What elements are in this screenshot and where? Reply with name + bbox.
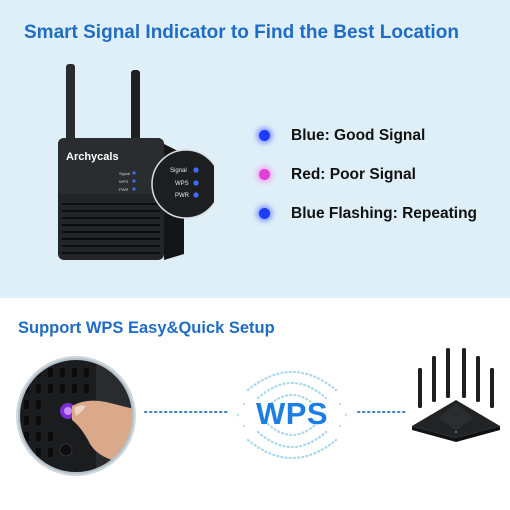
led-legend: Blue: Good Signal Red: Poor Signal Blue … [252, 116, 508, 233]
antenna-left-icon [66, 64, 75, 150]
zoom-led-wps-icon [193, 180, 199, 186]
device-led-label-wps: WPS [119, 179, 128, 184]
device-led-wps-icon [132, 179, 136, 183]
wifi-extender-image: Archycals Signal WPS PWR Signal WPS PWR [58, 64, 214, 260]
zoom-led-label-signal: Signal [170, 168, 187, 174]
device-led-label-pwr: PWR [119, 187, 128, 192]
red-dot-icon [259, 169, 270, 180]
legend-item-good: Blue: Good Signal [252, 116, 508, 155]
signal-indicator-heading: Smart Signal Indicator to Find the Best … [24, 22, 459, 43]
led-magnifier-icon [151, 149, 214, 219]
device-led-signal-icon [132, 171, 136, 175]
legend-item-repeating: Blue Flashing: Repeating [252, 194, 508, 233]
zoom-led-label-pwr: PWR [175, 193, 190, 199]
panel-divider [0, 298, 510, 304]
wps-label: WPS [255, 396, 329, 431]
legend-label-repeating: Blue Flashing: Repeating [291, 204, 478, 222]
blue-dot-icon [259, 130, 270, 141]
zoom-led-pwr-icon [193, 192, 199, 198]
legend-label-poor: Red: Poor Signal [291, 165, 416, 183]
wps-signal-waves-icon [236, 371, 348, 459]
router-image [412, 348, 500, 442]
legend-item-poor: Red: Poor Signal [252, 155, 508, 194]
connection-dots-left [144, 411, 230, 413]
router-antenna-icon [418, 368, 422, 408]
zoom-led-label-wps: WPS [175, 181, 189, 187]
device-led-label-signal: Signal [119, 171, 130, 176]
zoom-led-signal-icon [193, 167, 199, 173]
antenna-right-icon [131, 70, 140, 150]
connection-dots-right [357, 411, 407, 413]
device-led-pwr-icon [132, 187, 136, 191]
wps-setup-heading: Support WPS Easy&Quick Setup [18, 319, 275, 337]
wps-button-closeup-image [16, 356, 136, 476]
finger-icon [72, 400, 133, 460]
device-brand-label: Archycals [66, 151, 119, 163]
blue-flashing-dot-icon [259, 208, 270, 219]
legend-label-good: Blue: Good Signal [291, 126, 426, 144]
